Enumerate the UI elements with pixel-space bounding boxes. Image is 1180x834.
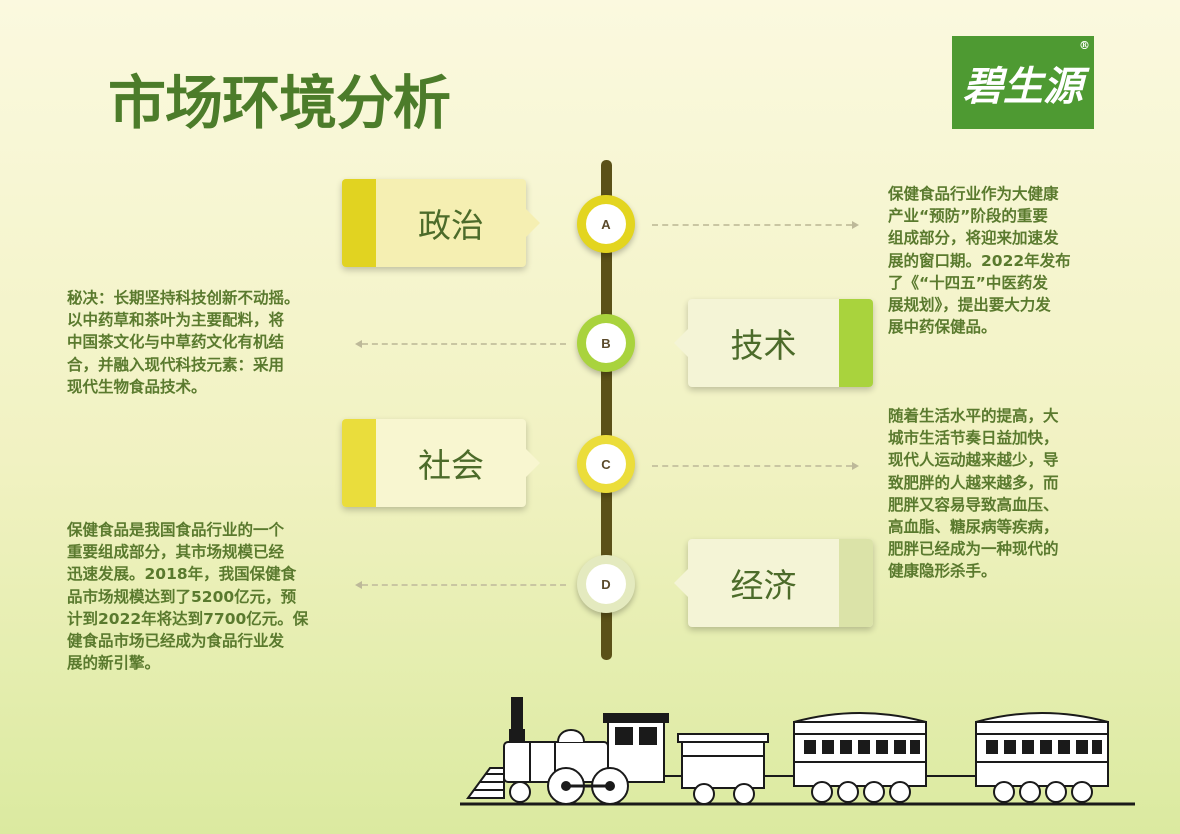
politics-connector <box>652 224 852 226</box>
node-b: B <box>577 314 635 372</box>
economy-box: 经济 <box>674 539 873 627</box>
society-pointer <box>526 449 540 477</box>
technology-connector-arrow <box>355 340 362 348</box>
logo-text: 碧生源 <box>963 62 1083 110</box>
politics-text: 保健食品行业作为大健康 产业“预防”阶段的重要 组成部分，将迎来加速发 展的窗口… <box>888 185 1071 337</box>
politics-label: 政治 <box>418 206 484 245</box>
technology-text: 秘决：长期坚持科技创新不动摇。 以中药草和茶叶为主要配料，将 中国茶文化与中草药… <box>67 289 300 396</box>
society-strip <box>342 419 376 507</box>
technology-pointer <box>674 329 688 357</box>
society-connector <box>652 465 852 467</box>
economy-label: 经济 <box>730 566 797 605</box>
technology-box: 技术 <box>674 299 873 387</box>
node-a-letter: A <box>586 204 626 244</box>
brand-logo: 碧生源 ® <box>952 36 1094 129</box>
registered-mark: ® <box>1079 39 1090 52</box>
economy-text: 保健食品是我国食品行业的一个 重要组成部分，其市场规模已经 迅速发展。2018年… <box>67 521 309 673</box>
economy-connector <box>362 584 566 586</box>
node-c: C <box>577 435 635 493</box>
timeline-axis <box>601 160 612 660</box>
society-connector-arrow <box>852 462 859 470</box>
politics-strip <box>342 179 376 267</box>
technology-strip <box>839 299 873 387</box>
train-illustration <box>460 697 1135 806</box>
society-text: 随着生活水平的提高，大 城市生活节奏日益加快， 现代人运动越来越少，导 致肥胖的… <box>888 407 1059 581</box>
politics-connector-arrow <box>852 221 859 229</box>
economy-pointer <box>674 569 688 597</box>
node-a: A <box>577 195 635 253</box>
society-label: 社会 <box>418 446 484 485</box>
node-d: D <box>577 555 635 613</box>
node-b-letter: B <box>586 323 626 363</box>
node-d-letter: D <box>586 564 626 604</box>
technology-connector <box>362 343 566 345</box>
politics-box: 政治 <box>342 179 540 267</box>
technology-label: 技术 <box>730 326 797 365</box>
economy-strip <box>839 539 873 627</box>
politics-pointer <box>526 209 540 237</box>
node-c-letter: C <box>586 444 626 484</box>
economy-connector-arrow <box>355 581 362 589</box>
page-title: 市场环境分析 <box>108 69 451 137</box>
society-box: 社会 <box>342 419 540 507</box>
